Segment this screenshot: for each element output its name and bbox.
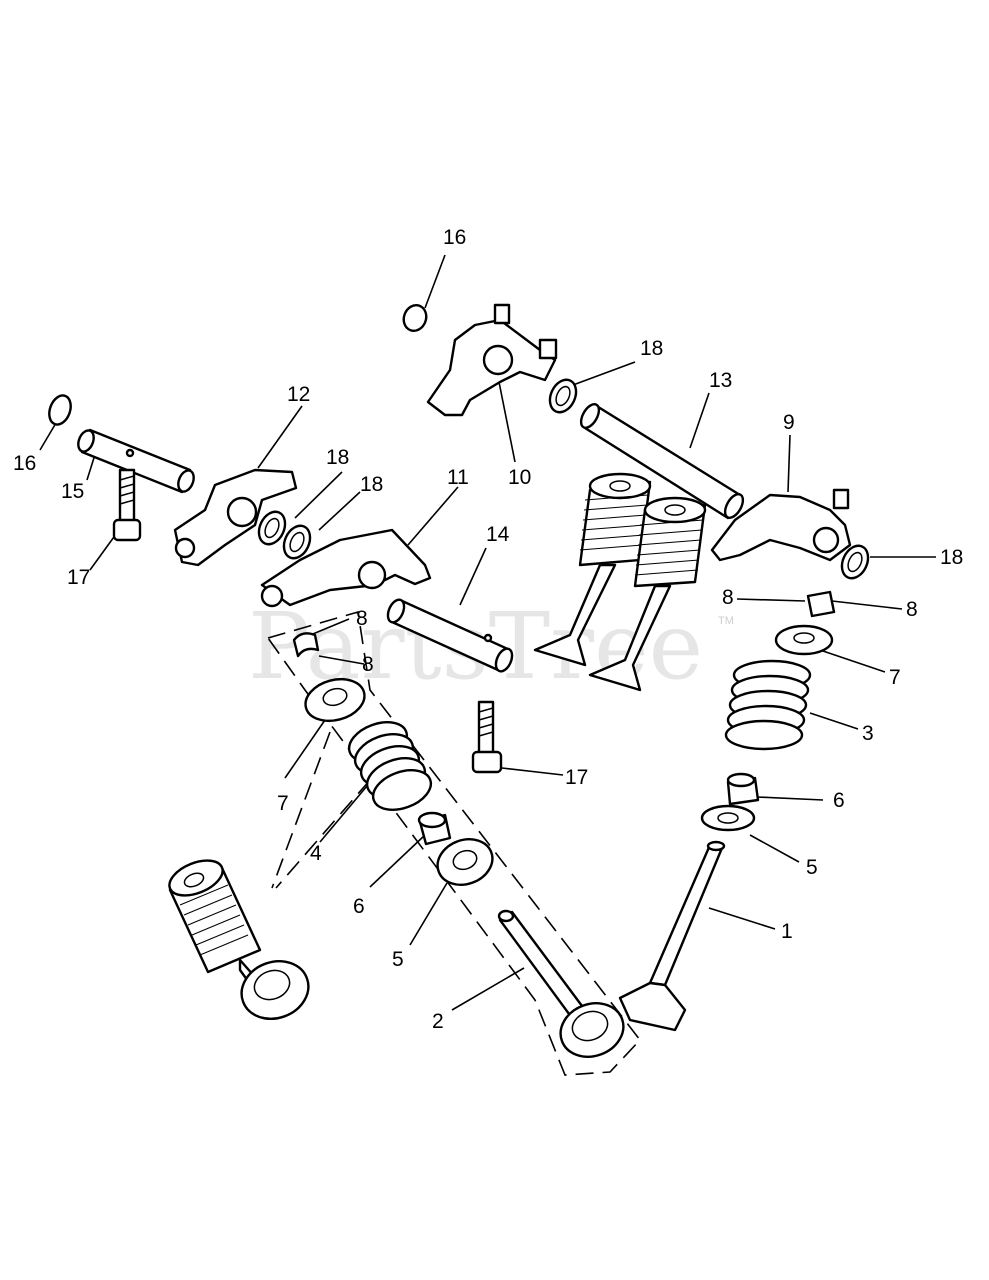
callout-16-left: 16 xyxy=(13,452,36,475)
valve-tappet-upper-left xyxy=(533,472,652,667)
callout-5-left: 5 xyxy=(392,948,404,971)
callout-18-top: 18 xyxy=(640,337,663,360)
spring-retainer-left xyxy=(304,677,366,723)
callout-4: 4 xyxy=(310,842,322,865)
callout-7-right: 7 xyxy=(889,666,901,689)
valve-keeper-left xyxy=(292,632,320,658)
watermark-trademark: TM xyxy=(718,615,734,627)
callout-8-left-b: 8 xyxy=(362,653,374,676)
rocker-arm-left xyxy=(173,468,298,567)
callout-15: 15 xyxy=(61,480,84,503)
rocker-shaft-right xyxy=(579,403,745,520)
callout-11: 11 xyxy=(447,466,469,489)
callout-18-left-a: 18 xyxy=(326,446,349,469)
callout-2: 2 xyxy=(432,1010,444,1033)
o-ring-top xyxy=(402,304,428,332)
washer-right xyxy=(840,544,870,580)
callout-1: 1 xyxy=(781,920,793,943)
rocker-shaft-left xyxy=(77,428,195,494)
spring-seat-right xyxy=(700,804,756,832)
callout-8-right-a: 8 xyxy=(722,586,734,609)
callout-18-left-b: 18 xyxy=(360,473,383,496)
washer-left-b xyxy=(282,524,312,560)
callout-8-right-b: 8 xyxy=(906,598,918,621)
callout-18-right: 18 xyxy=(940,546,963,569)
rocker-arm-right xyxy=(710,488,852,562)
washer-top xyxy=(548,378,578,414)
rocker-shaft-center xyxy=(386,598,514,673)
valve-2 xyxy=(497,909,625,1058)
callout-7-left: 7 xyxy=(277,792,289,815)
valve-tappet-upper-right xyxy=(588,496,707,692)
callout-17-center: 17 xyxy=(565,766,588,789)
valve-spring-right xyxy=(724,659,812,751)
valve-seal-right xyxy=(726,772,760,806)
spring-seat-left xyxy=(436,838,494,886)
callout-5-right: 5 xyxy=(806,856,818,879)
bolt-center xyxy=(471,700,503,774)
callout-13: 13 xyxy=(709,369,732,392)
valve-1 xyxy=(618,840,726,1032)
callout-labels: 16 18 13 12 9 16 18 11 10 18 15 14 18 17… xyxy=(13,226,963,1033)
callout-14: 14 xyxy=(486,523,510,546)
callout-6-left: 6 xyxy=(353,895,365,918)
callout-10: 10 xyxy=(508,466,531,489)
callout-12: 12 xyxy=(287,383,310,406)
leader-lines xyxy=(39,254,936,1011)
callout-8-left-a: 8 xyxy=(356,607,368,630)
callout-17-left: 17 xyxy=(67,566,90,589)
rocker-arm-center xyxy=(260,528,432,608)
rocker-assembly-top xyxy=(426,303,558,417)
bolt-left xyxy=(112,468,142,542)
washer-left-a xyxy=(257,510,287,546)
callout-16-top: 16 xyxy=(443,226,466,249)
callout-3: 3 xyxy=(862,722,874,745)
valve-tappet-lower-left xyxy=(168,859,310,1020)
callout-6-right: 6 xyxy=(833,789,845,812)
valve-keeper-right xyxy=(806,590,836,618)
valve-spring-left xyxy=(347,721,433,811)
spring-retainer-right xyxy=(774,624,834,656)
callout-9: 9 xyxy=(783,411,795,434)
o-ring-left xyxy=(48,394,72,426)
valve-seal-left xyxy=(417,811,452,846)
